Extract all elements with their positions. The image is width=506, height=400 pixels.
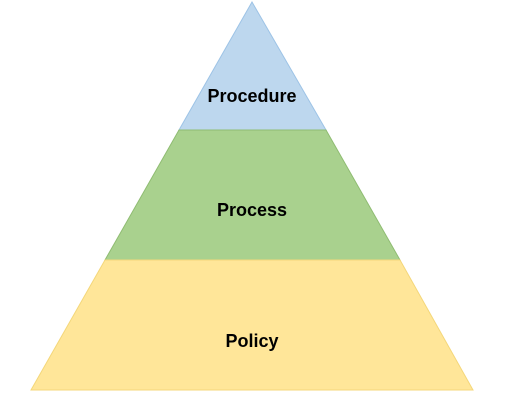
tier-policy-shape <box>30 259 474 391</box>
tier-process-label: Process <box>217 200 287 220</box>
tier-procedure-label: Procedure <box>207 86 296 106</box>
tier-process-shape <box>104 129 401 261</box>
tier-procedure-shape <box>178 0 327 131</box>
tier-policy-label: Policy <box>225 331 278 351</box>
